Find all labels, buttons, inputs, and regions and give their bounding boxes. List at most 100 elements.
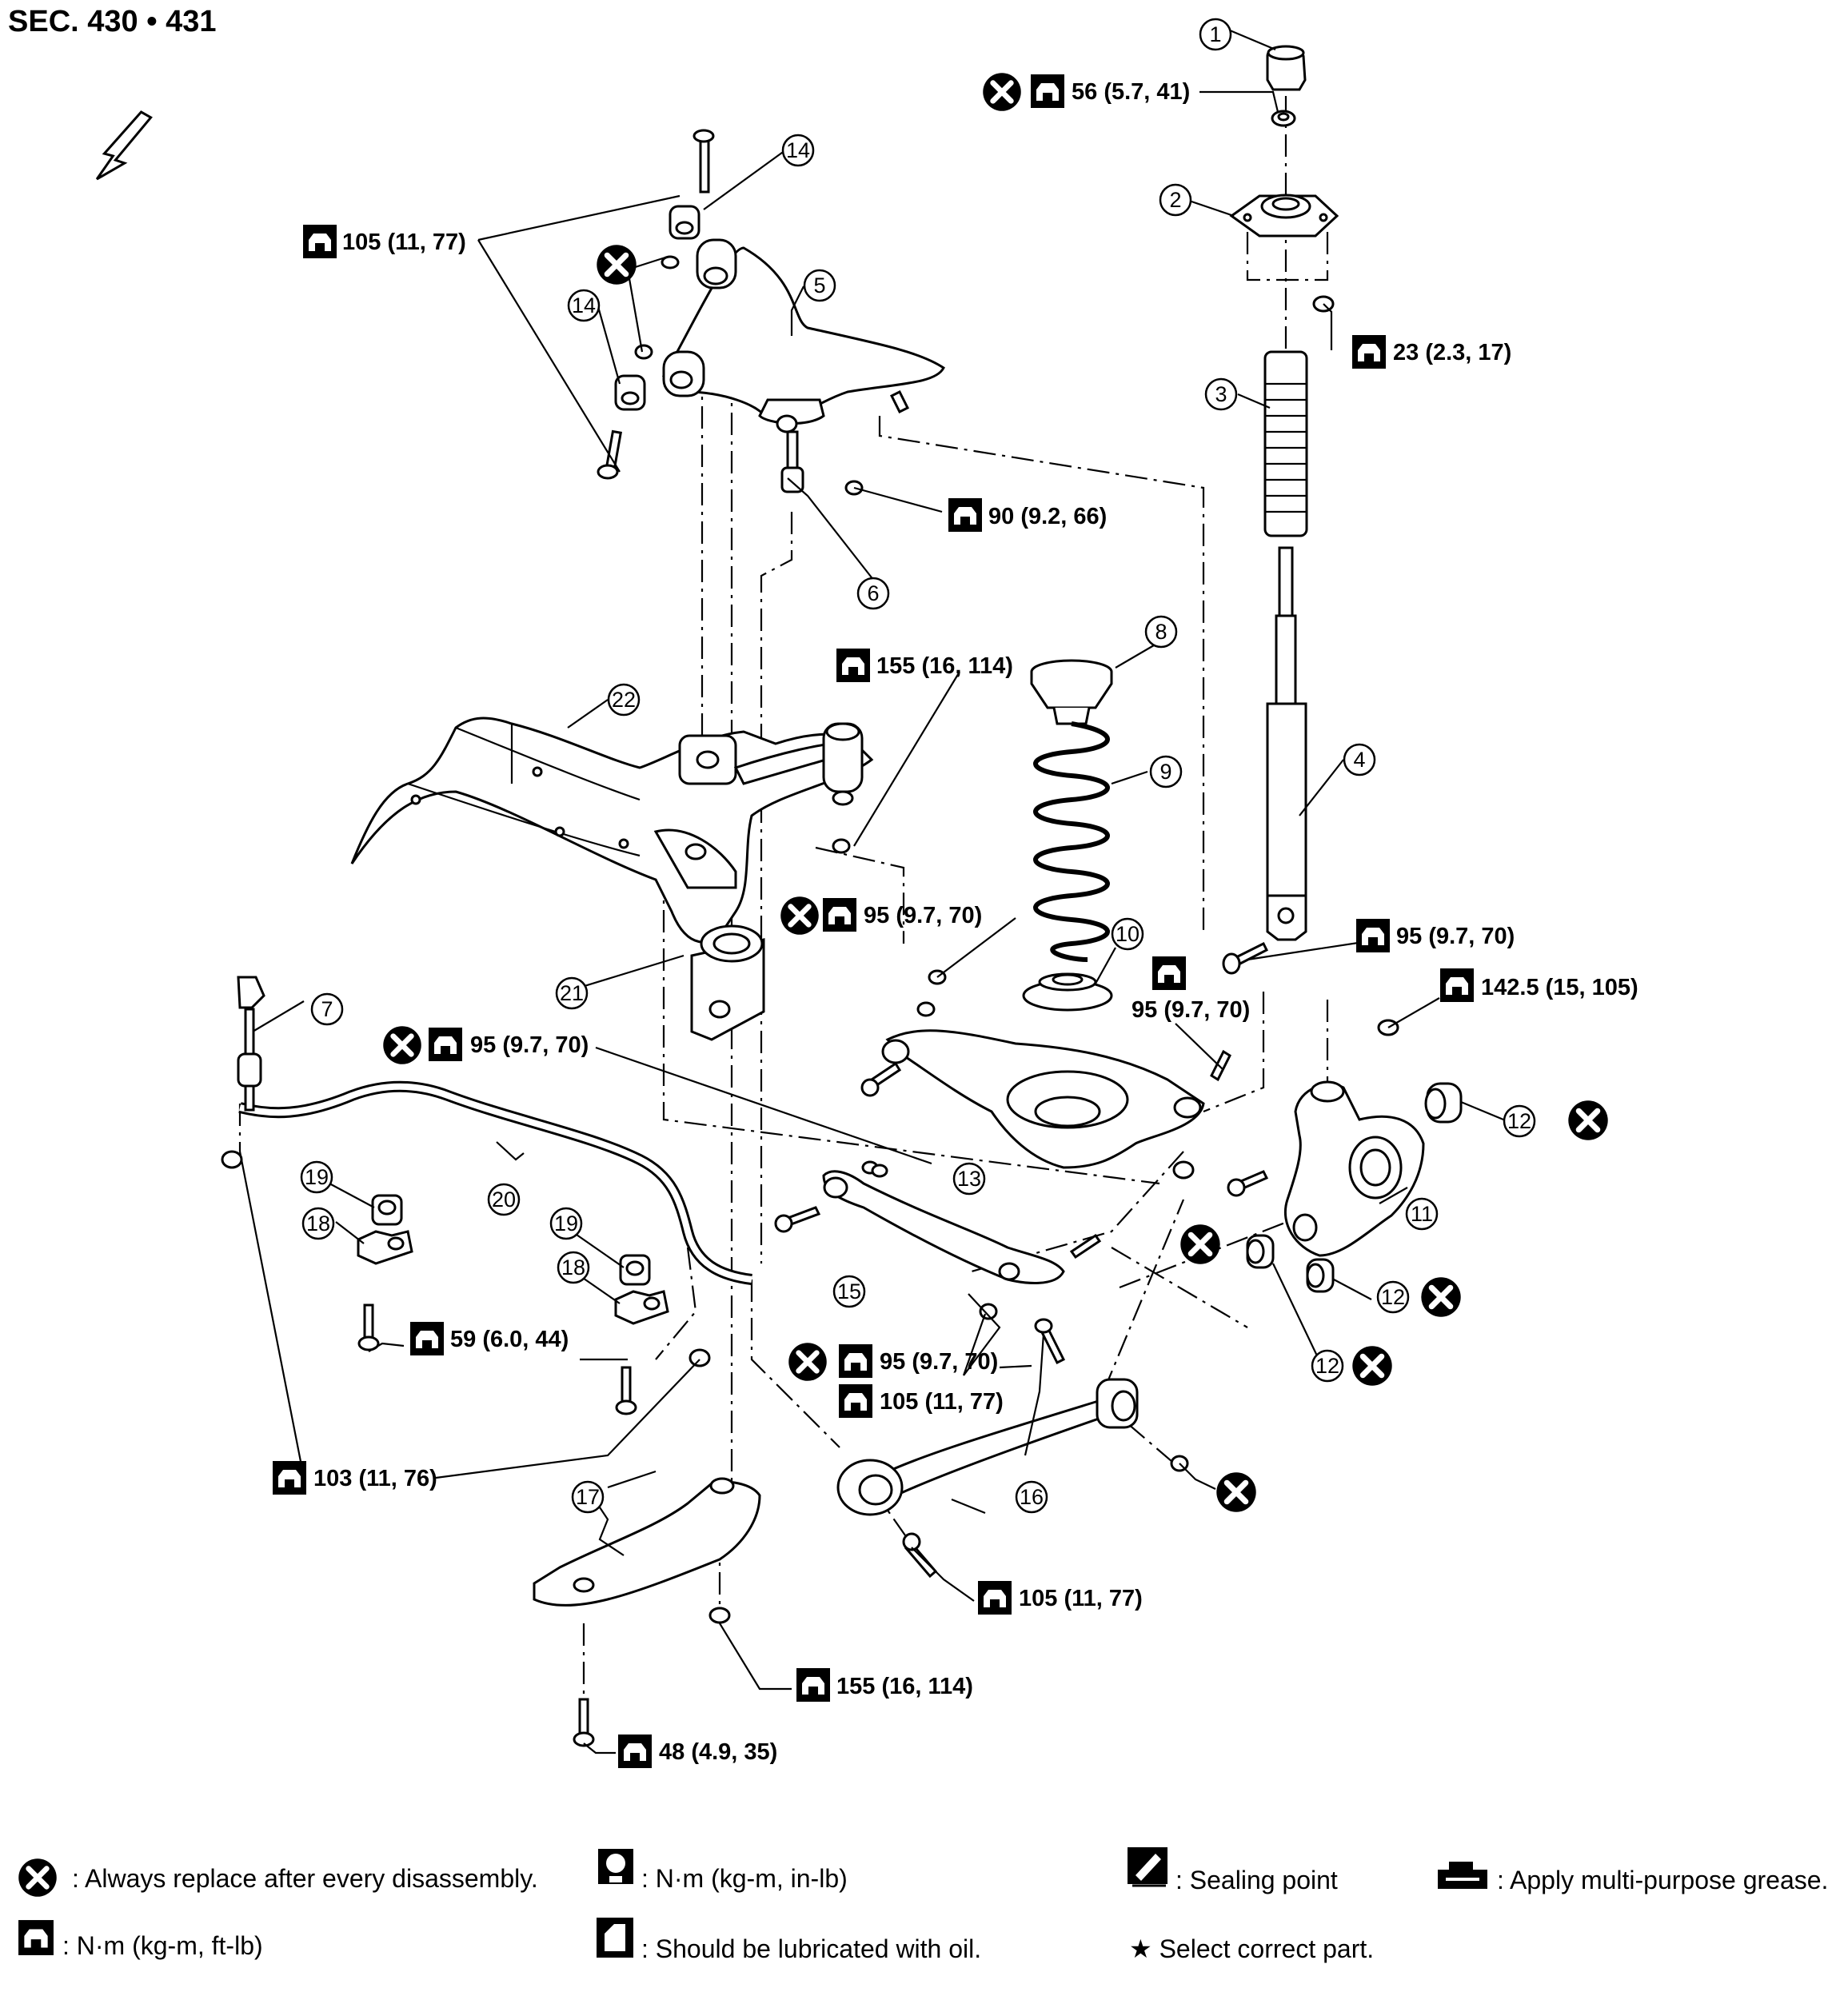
replace-x-icon (383, 1026, 421, 1064)
torque-wrench-icon (948, 498, 982, 532)
part-member-bushing (690, 924, 765, 1041)
svg-text:19: 19 (305, 1165, 329, 1189)
svg-text:95 (9.7, 70): 95 (9.7, 70) (470, 1032, 589, 1058)
svg-text:56 (5.7, 41): 56 (5.7, 41) (1072, 79, 1190, 105)
part-knuckle-bushing-lower (1306, 1258, 1335, 1293)
svg-text:155 (16, 114): 155 (16, 114) (876, 653, 1013, 679)
part-suspension-member (350, 717, 874, 944)
svg-text:11: 11 (1411, 1202, 1433, 1226)
replace-x-icon (1352, 1346, 1391, 1385)
svg-text:5: 5 (813, 273, 825, 297)
svg-text:: Sealing point: : Sealing point (1175, 1866, 1338, 1894)
part-upper-link-bushing-top (669, 129, 715, 240)
torque-105-lateral-link: 105 (11, 77) (839, 1384, 1004, 1418)
svg-text:19: 19 (554, 1212, 578, 1236)
callout-15: 15 (832, 1275, 866, 1308)
legend-select: ★ Select correct part. (1129, 1934, 1374, 1963)
callout-22: 22 (607, 683, 641, 717)
svg-text:103 (11, 76): 103 (11, 76) (313, 1466, 437, 1491)
svg-text:95 (9.7, 70): 95 (9.7, 70) (1132, 997, 1250, 1023)
callout-1: 1 (1199, 18, 1232, 51)
svg-text:22: 22 (612, 688, 636, 712)
grease-icon (1438, 1862, 1487, 1889)
legend-nm-ftlb: : N·m (kg-m, ft-lb) (18, 1920, 263, 1960)
torque-wrench-icon (1031, 74, 1064, 108)
svg-text:48 (4.9, 35): 48 (4.9, 35) (659, 1739, 777, 1765)
legend-oil: : Should be lubricated with oil. (597, 1918, 981, 1963)
svg-text:3: 3 (1215, 382, 1227, 406)
torque-wrench-icon (1352, 335, 1386, 369)
callout-4: 4 (1343, 743, 1376, 776)
svg-text:12: 12 (1507, 1109, 1531, 1133)
torque-wrench-icon (273, 1461, 306, 1495)
part-bound-bumper (1263, 350, 1308, 537)
torque-142-5: 142.5 (15, 105) (1440, 968, 1638, 1002)
callout-5: 5 (803, 269, 836, 302)
callout-19a: 19 (300, 1160, 333, 1194)
callout-7: 7 (310, 992, 344, 1026)
torque-wrench-icon (978, 1581, 1012, 1615)
torque-wrench-icon (836, 649, 870, 682)
part-stabilizer-bushing-right (614, 1254, 711, 1415)
callouts: 1 2 3 4 5 6 7 8 9 10 11 12 12 12 13 14 1… (300, 18, 1536, 1514)
torque-wrench-icon (1440, 968, 1474, 1002)
callout-19b: 19 (549, 1207, 583, 1240)
part-stabilizer-bushing-left (357, 1194, 413, 1351)
replace-x-icon (1421, 1277, 1460, 1316)
callout-12b: 12 (1376, 1280, 1410, 1314)
svg-text:2: 2 (1169, 188, 1181, 212)
torque-wrench-icon (18, 1920, 54, 1955)
torque-wrench-icon (839, 1384, 872, 1418)
replace-x-icon (1568, 1100, 1607, 1140)
svg-text:17: 17 (576, 1485, 600, 1509)
part-lateral-link (836, 1318, 1189, 1579)
callout-2: 2 (1159, 183, 1192, 217)
svg-text:9: 9 (1159, 760, 1171, 784)
part-upper-link (661, 238, 945, 433)
torque-95-lower-arm-inner: 95 (9.7, 70) (780, 896, 982, 935)
svg-text:95 (9.7, 70): 95 (9.7, 70) (864, 903, 982, 928)
part-stabilizer-connecting-rod (221, 976, 265, 1169)
svg-text:: Apply multi-purpose grease.: : Apply multi-purpose grease. (1497, 1866, 1828, 1894)
part-shock-absorber (1266, 546, 1307, 941)
part-radius-rod (774, 1160, 1102, 1320)
svg-text:20: 20 (492, 1188, 516, 1212)
replace-x-icon (1216, 1472, 1255, 1511)
callout-14b: 14 (567, 289, 601, 322)
svg-text:90 (9.2, 66): 90 (9.2, 66) (988, 504, 1107, 529)
callout-13: 13 (952, 1162, 986, 1196)
torque-wrench-icon (410, 1322, 444, 1355)
svg-text:: Always replace after every d: : Always replace after every disassembly… (72, 1864, 538, 1893)
svg-text:18: 18 (561, 1255, 585, 1279)
svg-text:7: 7 (321, 997, 333, 1021)
torque-95-lower-arm-outer: 95 (9.7, 70) (1132, 956, 1250, 1023)
callout-16: 16 (1015, 1480, 1048, 1514)
replace-x-icon (983, 73, 1021, 111)
part-axle-knuckle (1227, 1019, 1425, 1257)
torque-59: 59 (6.0, 44) (410, 1322, 569, 1355)
part-coil-spring (1033, 721, 1110, 962)
part-cap (1266, 45, 1307, 91)
part-knuckle-bushing-upper (1424, 1082, 1463, 1124)
torque-labels: 56 (5.7, 41) 105 (11, 77) 23 (2.3, 17) 9… (273, 73, 1638, 1768)
torque-105-upper-link: 105 (11, 77) (303, 225, 466, 258)
svg-text:1: 1 (1209, 22, 1221, 46)
svg-text:14: 14 (572, 293, 596, 317)
torque-wrench-icon (429, 1028, 462, 1061)
legend-replace: : Always replace after every disassembly… (18, 1858, 538, 1897)
svg-text:★ Select correct part.: ★ Select correct part. (1129, 1934, 1374, 1963)
svg-text:105 (11, 77): 105 (11, 77) (880, 1389, 1004, 1415)
torque-155-bushing: 155 (16, 114) (836, 649, 1013, 682)
replace-x-icon (780, 896, 819, 935)
legend-nm-inlb: : N·m (kg-m, in-lb) (598, 1849, 848, 1893)
svg-text:: N·m (kg-m, in-lb): : N·m (kg-m, in-lb) (641, 1864, 848, 1893)
svg-text:12: 12 (1315, 1354, 1339, 1378)
torque-wrench-inlb-icon (598, 1849, 633, 1884)
callout-14a: 14 (781, 134, 815, 167)
torque-105-lateral-bolt: 105 (11, 77) (978, 1581, 1143, 1615)
svg-text:15: 15 (837, 1279, 861, 1303)
part-spring-lower-seat (1022, 972, 1113, 1012)
replace-x-icon (788, 1343, 827, 1381)
torque-wrench-icon (1152, 956, 1186, 990)
